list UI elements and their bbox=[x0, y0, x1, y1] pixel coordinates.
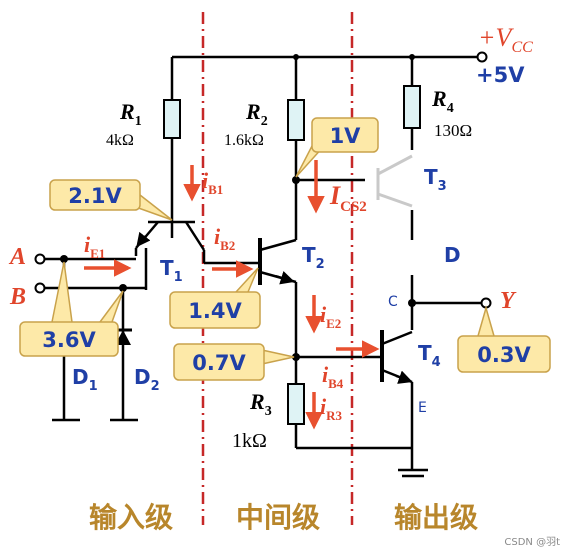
t2-emitter-arrow bbox=[275, 270, 295, 285]
callout-1v-pointer bbox=[295, 145, 325, 178]
resistor-r3 bbox=[287, 383, 305, 425]
current-ics2: ICS2 bbox=[329, 181, 367, 215]
callout-3v6-text: 3.6V bbox=[42, 328, 96, 352]
callout-0v3-pointer bbox=[477, 305, 495, 337]
callout-0v7-box bbox=[173, 343, 265, 381]
junction-dots bbox=[60, 54, 416, 361]
input-a-label: A bbox=[8, 244, 26, 270]
callout-1v4-text: 1.4V bbox=[188, 299, 242, 323]
vcc-label: +VCC bbox=[478, 23, 533, 56]
t4-collector-marker: C bbox=[388, 294, 398, 310]
section-middle-label: 中间级 bbox=[236, 501, 320, 534]
r1-value: 4kΩ bbox=[106, 132, 134, 149]
current-ib4: iB4 bbox=[322, 362, 344, 391]
output-y-label: Y bbox=[500, 288, 517, 314]
current-ie2: iE2 bbox=[320, 302, 341, 331]
current-ir3: iR3 bbox=[320, 394, 343, 423]
resistor-r4 bbox=[403, 85, 421, 129]
input-b-terminal[interactable] bbox=[34, 282, 46, 294]
r2-value: 1.6kΩ bbox=[224, 132, 264, 149]
resistor-r2 bbox=[287, 99, 305, 141]
watermark: CSDN @羽t bbox=[504, 536, 560, 548]
t4-emitter-marker: E bbox=[418, 400, 427, 416]
current-ib1: iB1 bbox=[202, 168, 223, 197]
t4-emitter-arrow bbox=[395, 370, 413, 384]
r4-value: 130Ω bbox=[434, 121, 472, 140]
input-a-terminal[interactable] bbox=[34, 253, 46, 265]
current-ie1: iE1 bbox=[84, 232, 105, 261]
callout-2v1-text: 2.1V bbox=[68, 184, 122, 208]
t4-label: T4 bbox=[418, 341, 441, 370]
t1-label: T1 bbox=[160, 256, 183, 285]
current-ib2: iB2 bbox=[214, 224, 235, 253]
callout-0v3-box bbox=[457, 335, 551, 373]
callout-0v7-text: 0.7V bbox=[192, 351, 246, 375]
d2-label: D2 bbox=[134, 365, 160, 394]
section-output-label: 输出级 bbox=[394, 501, 478, 534]
t3-label: T3 bbox=[424, 165, 447, 194]
callout-1v-text: 1V bbox=[330, 124, 362, 148]
callout-2v1-box bbox=[49, 179, 141, 211]
r3-value: 1kΩ bbox=[232, 430, 267, 452]
section-input-label: 输入级 bbox=[89, 501, 173, 534]
input-b-label: B bbox=[9, 284, 26, 310]
t2-label: T2 bbox=[302, 243, 325, 272]
callout-1v-box bbox=[311, 117, 379, 153]
d1-label: D1 bbox=[72, 365, 98, 394]
t1-emitter-arrow bbox=[136, 231, 151, 248]
r4-label: R4 bbox=[431, 86, 454, 116]
callout-1v4-box bbox=[169, 291, 261, 329]
vcc-terminal bbox=[476, 51, 488, 63]
resistor-r1 bbox=[163, 99, 181, 139]
supply-voltage: +5V bbox=[476, 63, 525, 87]
callout-1v4-pointer bbox=[235, 267, 259, 293]
callout-0v7-pointer bbox=[261, 349, 295, 365]
callout-3v6-box bbox=[19, 321, 119, 357]
diode-d2-symbol bbox=[115, 330, 131, 345]
r3-label: R3 bbox=[249, 389, 272, 419]
r2-label: R2 bbox=[245, 99, 268, 129]
d-label: D bbox=[444, 243, 461, 267]
callout-3v6-pointer bbox=[51, 261, 73, 323]
callout-0v3-text: 0.3V bbox=[477, 343, 531, 367]
r1-label: R1 bbox=[119, 99, 142, 129]
